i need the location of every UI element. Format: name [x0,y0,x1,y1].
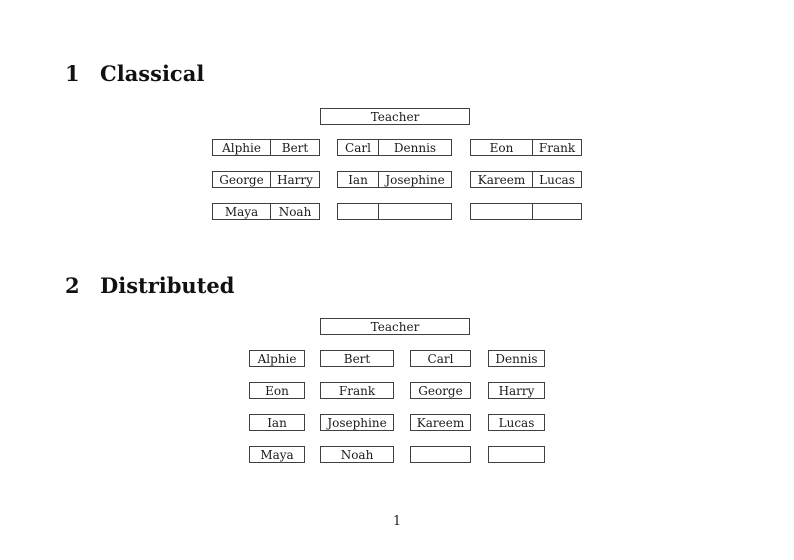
desk-seat: Maya [224,204,259,219]
desk-seat: George [219,172,264,187]
desk-george-harry: George Harry [212,171,320,188]
section-number: 1 [65,61,80,86]
desk-seat: Kareem [477,172,526,187]
desk-seat: Eon [489,140,514,155]
desk-seat-empty [471,204,532,219]
teacher-label: Teacher [370,319,420,334]
seat-empty [488,446,545,463]
seat-kareem: Kareem [410,414,471,431]
desk-seat: Noah [270,204,319,219]
seat-carl: Carl [410,350,471,367]
desk-empty [337,203,452,220]
teacher-label: Teacher [370,109,420,124]
desk-seat: Carl [345,140,371,155]
seat-empty [410,446,471,463]
section-title: Classical [100,61,205,86]
seat-alphie: Alphie [249,350,305,367]
section-heading-classical: 1 Classical [65,63,204,84]
desk-seat-empty [338,204,378,219]
seat-dennis: Dennis [488,350,545,367]
desk-seat-empty [532,204,581,219]
seat-george: George [410,382,471,399]
page-number: 1 [392,514,402,529]
seat-noah: Noah [320,446,394,463]
desk-empty [470,203,582,220]
desk-ian-josephine: Ian Josephine [337,171,452,188]
desk-maya-noah: Maya Noah [212,203,320,220]
desk-kareem-lucas: Kareem Lucas [470,171,582,188]
desk-seat: Dennis [378,140,451,155]
desk-alphie-bert: Alphie Bert [212,139,320,156]
desk-seat: Frank [532,140,581,155]
desk-seat: Ian [348,172,368,187]
section-title: Distributed [100,273,235,298]
desk-carl-dennis: Carl Dennis [337,139,452,156]
teacher-box-distributed: Teacher [320,318,470,335]
desk-seat: Lucas [532,172,581,187]
seat-maya: Maya [249,446,305,463]
seat-frank: Frank [320,382,394,399]
seat-bert: Bert [320,350,394,367]
section-number: 2 [65,273,80,298]
desk-eon-frank: Eon Frank [470,139,582,156]
desk-seat: Josephine [378,172,451,187]
seat-harry: Harry [488,382,545,399]
seat-lucas: Lucas [488,414,545,431]
desk-seat-empty [378,204,451,219]
seat-ian: Ian [249,414,305,431]
seat-josephine: Josephine [320,414,394,431]
seat-eon: Eon [249,382,305,399]
desk-seat: Bert [270,140,319,155]
desk-seat: Alphie [222,140,261,155]
teacher-box-classical: Teacher [320,108,470,125]
desk-seat: Harry [270,172,319,187]
section-heading-distributed: 2 Distributed [65,275,234,296]
